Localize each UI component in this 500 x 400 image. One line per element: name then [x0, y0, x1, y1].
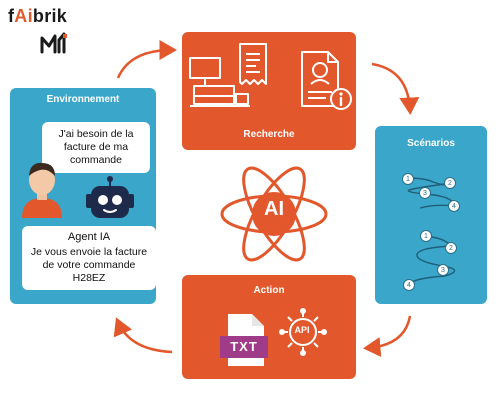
ai-center-label: AI	[264, 198, 284, 220]
cycle-arrow-icon	[116, 40, 177, 79]
txt-badge: TXT	[220, 336, 268, 358]
agent-message: Je vous envoie la facture de votre comma…	[30, 246, 148, 284]
cycle-arrow-icon	[113, 317, 173, 354]
brand-name: fAibrik	[8, 6, 68, 26]
scenario-node: 2	[444, 177, 456, 189]
scenario-node: 4	[403, 279, 415, 291]
atom-icon	[220, 166, 328, 262]
card-action: Action	[182, 275, 356, 379]
cash-register-icon	[189, 57, 250, 107]
cycle-arrow-icon	[371, 62, 420, 115]
api-label: API	[294, 325, 310, 335]
card-scenarios: Scénarios	[375, 126, 487, 304]
scenario-node: 2	[445, 242, 457, 254]
agent-label: Agent IA	[67, 231, 111, 243]
scenario-node: 4	[448, 200, 460, 212]
card-scenarios-title: Scénarios	[407, 138, 455, 149]
agent-speech-bubble: Agent IA Je vous envoie la facture de vo…	[22, 226, 156, 290]
scenario-flow-lines	[406, 177, 456, 285]
info-icon	[330, 88, 352, 110]
api-gear-icon	[279, 308, 327, 356]
mirakl-logo-icon	[40, 32, 67, 54]
user-avatar-icon	[22, 162, 62, 218]
brand-name-accent: Ai	[14, 6, 33, 26]
scenario-node: 1	[420, 230, 432, 242]
card-recherche-title: Recherche	[243, 129, 295, 140]
scenario-node: 3	[437, 264, 449, 276]
card-action-title: Action	[253, 285, 285, 296]
scenario-node: 3	[419, 187, 431, 199]
card-environnement-title: Environnement	[46, 94, 120, 105]
cycle-arrow-icon	[363, 315, 412, 357]
scenario-node: 1	[402, 173, 414, 185]
document-profile-icon	[301, 51, 339, 107]
robot-icon	[86, 176, 134, 218]
receipt-icon	[239, 43, 267, 85]
